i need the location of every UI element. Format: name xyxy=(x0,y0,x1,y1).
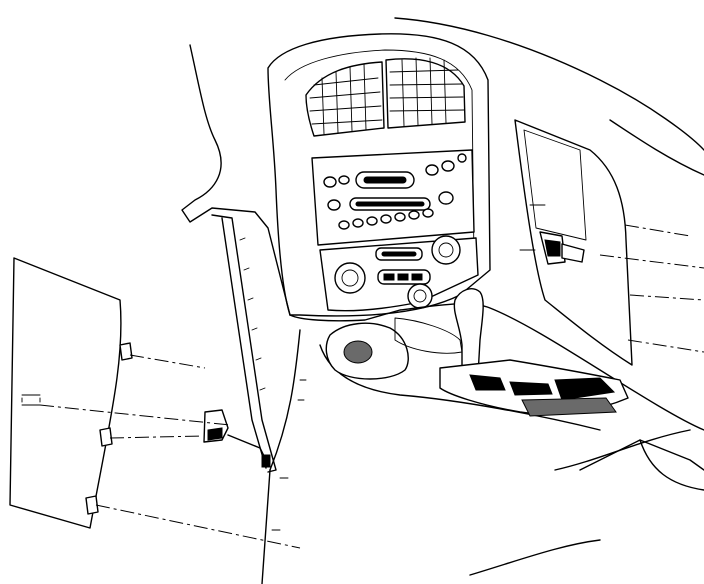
left-trim-panel xyxy=(9,257,133,529)
preset-button xyxy=(338,220,350,230)
center-bezel xyxy=(267,33,491,317)
retainer-clip-lower xyxy=(85,495,99,515)
console-body xyxy=(261,303,704,584)
fan-knob xyxy=(334,262,366,294)
radio-unit xyxy=(311,149,475,246)
air-vent-left xyxy=(305,61,385,137)
climate-control-panel xyxy=(319,235,479,312)
gear-shifter xyxy=(439,288,629,417)
left-support-bracket xyxy=(203,214,277,473)
alignment-lines xyxy=(39,224,704,549)
right-side-trim-panel xyxy=(514,119,633,366)
radio-knob-left xyxy=(323,176,337,188)
air-vent-right xyxy=(385,57,466,129)
instrument-panel-outline xyxy=(181,17,704,316)
retainer-clip-upper xyxy=(119,342,133,361)
temperature-knob xyxy=(431,235,461,265)
switch-cluster xyxy=(554,377,616,401)
retainer-clip-middle xyxy=(99,427,113,447)
